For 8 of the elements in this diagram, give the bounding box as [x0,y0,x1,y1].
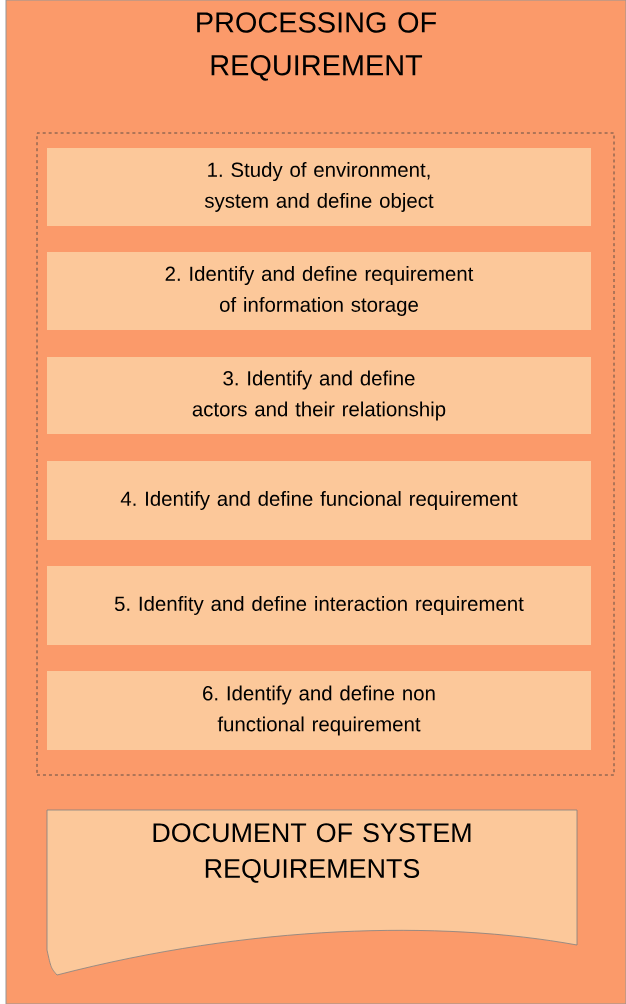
step-box: 6. Identify and define non functional requirement [47,671,591,750]
dashed-frame [36,132,615,776]
step-box: 1. Study of environment, system and define object [47,148,591,226]
step-box: 4. Identify and define funcional requirement [47,461,591,540]
step-box: 3. Identify and define actors and their relationship [47,357,591,434]
step-box: 2. Identify and define requirement of information storage [47,252,591,330]
heading: PROCESSING OF REQUIREMENT [197,12,437,81]
step-box: 5. Idenfity and define interaction requirement [47,566,591,645]
